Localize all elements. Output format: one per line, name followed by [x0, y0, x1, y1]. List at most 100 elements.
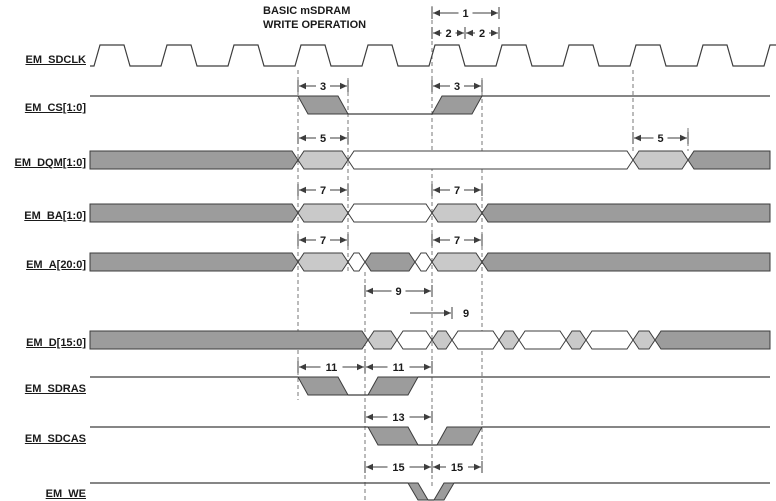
annotation-value: 15 — [451, 462, 463, 474]
arrowhead-icon — [474, 82, 481, 90]
arrowhead-icon — [424, 363, 431, 371]
diagram-title-line-1: BASIC mSDRAM — [263, 5, 351, 17]
arrowhead-icon — [299, 363, 306, 371]
arrowhead-icon — [366, 363, 373, 371]
arrowhead-icon — [444, 309, 451, 317]
arrowhead-icon — [340, 186, 347, 194]
bus-segment — [89, 252, 299, 272]
annotation-value: 7 — [454, 235, 460, 247]
timing-annotation-15: 15 — [431, 461, 483, 474]
arrowhead-icon — [366, 413, 373, 421]
arrowhead-icon — [340, 236, 347, 244]
signal-line — [90, 426, 770, 446]
annotation-value: 5 — [320, 133, 326, 145]
arrowhead-icon — [433, 9, 440, 17]
timing-annotation-5: 5 — [297, 132, 349, 145]
timing-annotation-9: 9 — [410, 307, 469, 320]
signal-em-ba-1-0 — [89, 203, 771, 223]
bus-segment — [347, 252, 366, 272]
bus-segment — [89, 330, 369, 350]
bus-segment — [585, 330, 634, 350]
transition-region — [436, 426, 483, 446]
signal-em-dqm-1-0 — [89, 150, 771, 170]
bus-segment — [347, 150, 634, 170]
bus-segment — [481, 203, 771, 223]
transition-region — [407, 482, 429, 501]
transition-region — [431, 95, 483, 115]
timing-annotation-11: 11 — [364, 361, 433, 374]
bus-segment — [481, 252, 771, 272]
bus-segment — [89, 150, 299, 170]
annotation-value: 11 — [326, 362, 338, 374]
arrowhead-icon — [433, 186, 440, 194]
bus-segment — [654, 330, 771, 350]
label-em-ba: EM_BA[1:0] — [24, 210, 86, 222]
arrowhead-icon — [680, 134, 687, 142]
transition-region — [367, 426, 419, 446]
bus-segment — [431, 330, 453, 350]
signal-em-cs-1-0 — [90, 95, 770, 115]
signal-line — [90, 95, 770, 115]
timing-annotation-11: 11 — [297, 361, 366, 374]
bus-segment — [431, 252, 483, 272]
label-em-a: EM_A[20:0] — [26, 259, 86, 271]
arrowhead-icon — [474, 463, 481, 471]
timing-annotation-7: 7 — [431, 234, 483, 247]
timing-annotation-1: 1 — [431, 7, 500, 20]
signal-em-we — [90, 482, 770, 501]
arrowhead-icon — [433, 463, 440, 471]
label-em-dqm: EM_DQM[1:0] — [14, 157, 86, 169]
arrowhead-icon — [433, 29, 440, 37]
annotation-value: 2 — [479, 28, 485, 40]
label-em-sdras: EM_SDRAS — [24, 383, 86, 395]
arrowhead-icon — [299, 82, 306, 90]
label-em-sdcas: EM_SDCAS — [24, 433, 86, 445]
signal-line — [90, 376, 770, 396]
bus-segment — [414, 252, 433, 272]
annotation-value: 11 — [393, 362, 405, 374]
bus-segment — [687, 150, 771, 170]
arrowhead-icon — [433, 82, 440, 90]
annotation-value: 7 — [320, 235, 326, 247]
arrowhead-icon — [357, 363, 364, 371]
signal-em-sdras — [90, 376, 770, 396]
annotation-value: 2 — [445, 28, 451, 40]
arrowhead-icon — [340, 82, 347, 90]
transition-region — [367, 376, 419, 396]
bus-segment — [297, 203, 349, 223]
signal-line — [90, 482, 770, 501]
timing-annotation-3: 3 — [431, 80, 483, 93]
bus-segment — [297, 252, 349, 272]
arrowhead-icon — [424, 287, 431, 295]
arrowhead-icon — [491, 9, 498, 17]
label-em-sdclk: EM_SDCLK — [25, 54, 86, 66]
timing-annotation-2: 2 — [431, 27, 466, 40]
bus-segment — [632, 330, 656, 350]
signal-em-a-20-0 — [89, 252, 771, 272]
annotation-value: 9 — [463, 308, 469, 320]
timing-annotation-5: 5 — [632, 132, 689, 145]
annotation-value: 1 — [462, 8, 468, 20]
annotation-value: 15 — [392, 462, 404, 474]
annotation-value: 5 — [657, 133, 663, 145]
annotation-value: 3 — [320, 81, 326, 93]
annotation-value: 9 — [395, 286, 401, 298]
transition-region — [297, 95, 349, 115]
diagram-title: BASIC mSDRAM WRITE OPERATION — [263, 4, 366, 32]
bus-segment — [89, 203, 299, 223]
timing-annotation-7: 7 — [431, 184, 483, 197]
transition-region — [433, 482, 455, 501]
timing-annotation-15: 15 — [364, 461, 433, 474]
signal-em-sdcas — [90, 426, 770, 446]
diagram-title-line-2: WRITE OPERATION — [263, 19, 367, 31]
arrowhead-icon — [634, 134, 641, 142]
arrowhead-icon — [366, 463, 373, 471]
timing-annotation-7: 7 — [297, 184, 349, 197]
signal-em-sdclk-wave — [90, 44, 776, 67]
annotation-value: 7 — [454, 185, 460, 197]
bus-segment — [565, 330, 587, 350]
timing-annotation-13: 13 — [364, 411, 433, 424]
annotation-value: 7 — [320, 185, 326, 197]
arrowhead-icon — [433, 236, 440, 244]
